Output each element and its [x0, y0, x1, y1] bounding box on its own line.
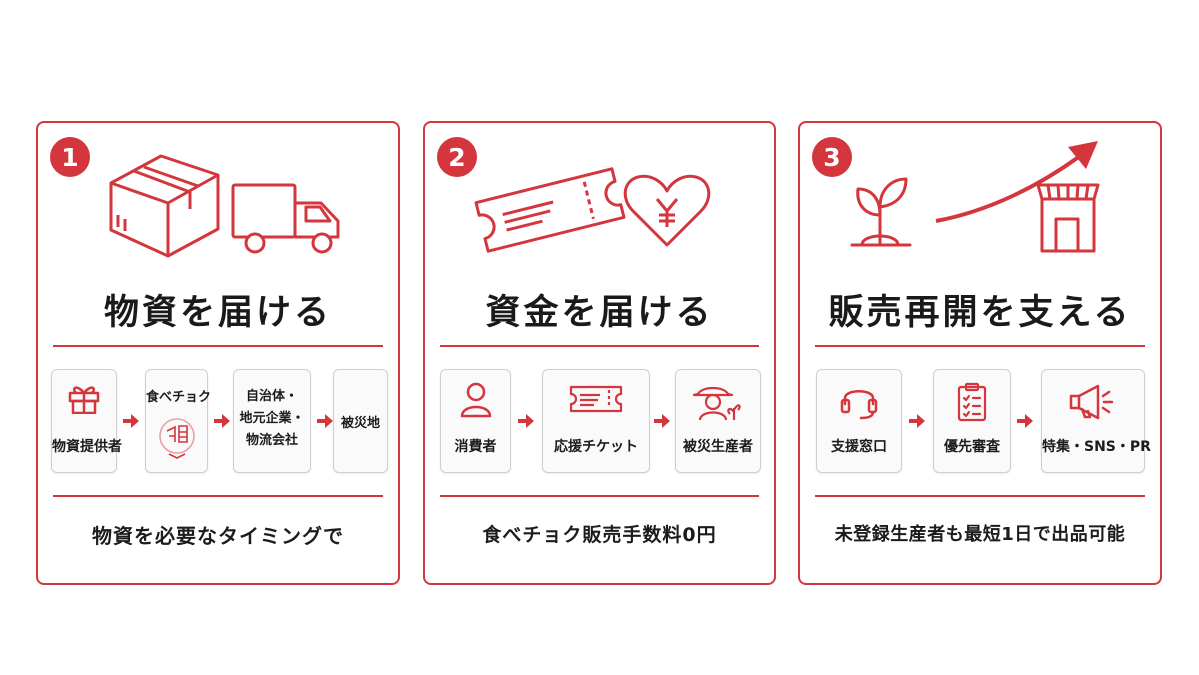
- truck-icon: [231, 183, 340, 254]
- divider: [440, 495, 759, 497]
- step-support-desk: 支援窓口: [816, 369, 902, 473]
- yen-heart-icon: [623, 174, 711, 247]
- flow-arrow-icon: [518, 414, 534, 428]
- card-caption: 物資を必要なタイミングで: [92, 524, 344, 548]
- card-deliver-goods: 1 物資を届ける 物資提供: [36, 121, 400, 585]
- step-goods-provider: 物資提供者: [51, 369, 122, 473]
- divider: [815, 495, 1145, 497]
- card3-hero-illustration: [850, 141, 1100, 253]
- megaphone-icon: [1069, 384, 1114, 420]
- ticket-icon: [569, 385, 623, 413]
- card-title: 資金を届ける: [485, 293, 714, 333]
- shop-icon: [1036, 183, 1100, 253]
- flow-arrow-icon: [123, 414, 139, 428]
- divider: [815, 345, 1145, 347]
- flow-arrow-icon: [317, 414, 333, 428]
- step-disaster-area: 被災地: [333, 369, 388, 473]
- flow-arrow-icon: [654, 414, 670, 428]
- card-caption: 食べチョク販売手数料0円: [482, 524, 717, 546]
- step-priority-review: 優先審査: [933, 369, 1011, 473]
- number-badge-2: 2: [437, 137, 477, 177]
- sprout-icon: [850, 177, 912, 247]
- step-label: 消費者: [454, 439, 497, 455]
- step-consumer: 消費者: [440, 369, 511, 473]
- step-support-ticket: 応援チケット: [542, 369, 650, 473]
- tabechoku-stamp-icon: [158, 418, 195, 459]
- clipboard-check-icon: [957, 382, 987, 422]
- step-label: 支援窓口: [831, 439, 887, 455]
- divider: [53, 345, 383, 347]
- card-caption: 未登録生産者も最短1日で出品可能: [834, 524, 1126, 545]
- card2-hero-illustration: [474, 167, 711, 253]
- divider: [440, 345, 759, 347]
- gift-icon: [68, 386, 100, 414]
- step-label: 被災地: [340, 416, 380, 431]
- headset-icon: [840, 390, 878, 420]
- step-feature-sns-pr: 特集・SNS・PR: [1041, 369, 1151, 473]
- step-label: 物資提供者: [52, 439, 122, 455]
- step-tabechoku: 食べチョク: [145, 369, 212, 473]
- divider: [53, 495, 383, 497]
- step-label: 食べチョク: [146, 390, 212, 405]
- step-label-line: 地元企業・: [239, 411, 305, 426]
- person-icon: [460, 382, 491, 418]
- step-affected-producer: 被災生産者: [675, 369, 761, 473]
- box-icon: [109, 154, 220, 258]
- ticket-icon: [474, 167, 626, 253]
- step-local-partners: 自治体・ 地元企業・ 物流会社: [233, 369, 311, 473]
- farmer-icon: [692, 386, 741, 421]
- card-support-sales-resumption: 3 販売再開を支える 支: [798, 121, 1162, 585]
- card-title: 販売再開を支える: [828, 293, 1132, 333]
- step-label: 優先審査: [944, 439, 1000, 455]
- card-deliver-funds: 2 資金を届ける 消費者: [423, 121, 776, 585]
- number-badge-1: 1: [50, 137, 90, 177]
- card1-hero-illustration: [109, 154, 340, 258]
- step-label: 被災生産者: [683, 439, 753, 455]
- number-badge-3: 3: [812, 137, 852, 177]
- flow-arrow-icon: [214, 414, 230, 428]
- step-label: 応援チケット: [554, 439, 638, 455]
- flow-arrow-icon: [1017, 414, 1033, 428]
- growth-arrow-icon: [935, 141, 1098, 223]
- step-label: 特集・SNS・PR: [1042, 439, 1151, 455]
- flow-arrow-icon: [909, 414, 925, 428]
- step-label-line: 物流会社: [245, 433, 298, 448]
- card-title: 物資を届ける: [103, 293, 332, 333]
- step-label-line: 自治体・: [245, 389, 298, 404]
